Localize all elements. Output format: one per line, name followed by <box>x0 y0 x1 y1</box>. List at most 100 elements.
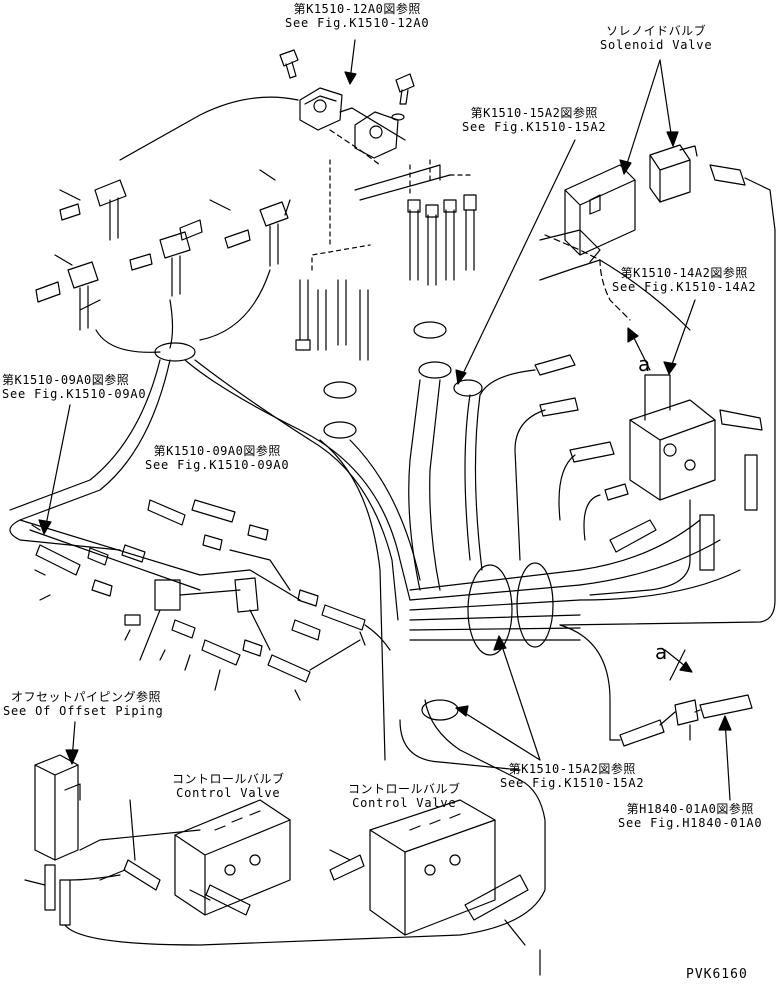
hose-main-6 <box>430 380 440 590</box>
clamp-right <box>454 380 482 396</box>
callout-en: See Fig.H1840-01A0 <box>618 816 763 830</box>
leader-15a2-bottom <box>460 640 540 760</box>
hose-main-1 <box>185 360 410 600</box>
callout-fig-k1510-14a2: 第K1510-14A2図参照 See Fig.K1510-14A2 <box>612 266 756 294</box>
hose-bottom-right <box>560 625 700 740</box>
leaders-bottom <box>25 650 690 975</box>
leader-lines-upper-left <box>55 170 290 310</box>
callout-solenoid-valve: ソレノイドバルブ Solenoid Valve <box>600 24 712 52</box>
arrow-09a0-left <box>39 520 51 534</box>
arrow-15a2-top <box>456 370 466 384</box>
pressure-switch-left <box>300 88 342 130</box>
leader-solenoid <box>625 60 672 170</box>
callout-offset-piping: オフセットパイピング参照 See Of Offset Piping <box>3 690 164 718</box>
bracket-lines-center <box>355 165 450 200</box>
callout-jp: コントロールバルブ <box>348 782 461 796</box>
callout-en: Control Valve <box>352 796 457 810</box>
bolt-top-right <box>392 74 414 120</box>
callout-en: See Fig.K1510-09A0 <box>145 458 290 472</box>
hose-main-7 <box>465 395 470 560</box>
hose-14a2 <box>540 260 690 330</box>
callout-en: Solenoid Valve <box>600 38 713 52</box>
callout-jp: 第K1510-12A0図参照 <box>293 2 421 16</box>
hose-bottom-loop <box>65 700 545 945</box>
fittings-mid-left <box>36 500 365 682</box>
top-dash <box>330 130 380 165</box>
callout-fig-k1510-15a2-top: 第K1510-15A2図参照 See Fig.K1510-15A2 <box>462 106 606 134</box>
fittings-bottom <box>45 695 752 925</box>
arrow-15a2-bottom <box>456 636 506 716</box>
pressure-switch-right <box>355 112 398 158</box>
hose-solenoid-right <box>560 190 775 625</box>
pipes-mid-left <box>20 520 390 670</box>
clamp-upper-left <box>155 343 195 361</box>
callout-en: See Fig.K1510-15A2 <box>462 120 607 134</box>
callout-en: See Fig.K1510-12A0 <box>285 16 430 30</box>
hose-main-8 <box>475 395 482 570</box>
callout-en: See Fig.K1510-14A2 <box>612 280 757 294</box>
manifold-block-right <box>630 400 715 500</box>
arrow-offset <box>66 750 78 764</box>
reference-letter-a-upper: a <box>638 352 651 376</box>
clamp-mid-1 <box>324 382 356 398</box>
callout-control-valve-left: コントロールバルブ Control Valve <box>172 772 285 800</box>
callout-jp: 第K1510-14A2図参照 <box>620 266 748 280</box>
offset-piping-block <box>35 755 80 860</box>
callout-en: See Fig.K1510-15A2 <box>500 776 645 790</box>
leaders-mid-left <box>32 525 365 700</box>
callout-en: See Of Offset Piping <box>3 704 164 718</box>
callout-jp: コントロールバルブ <box>172 772 285 786</box>
arrow-14a2 <box>664 362 676 374</box>
solenoid-valve-block-right <box>650 145 697 202</box>
control-valve-left <box>175 800 290 915</box>
clamp-mid-4 <box>419 362 451 378</box>
arrow-a-upper <box>628 328 638 342</box>
dash-tree-center <box>312 160 470 270</box>
hose-left-loop <box>10 360 170 550</box>
callout-jp: 第K1510-09A0図参照 <box>153 444 281 458</box>
callout-jp: オフセットパイピング参照 <box>11 690 162 704</box>
fittings-right <box>535 355 762 570</box>
leader-h1840 <box>725 720 730 800</box>
hose-main-2 <box>195 360 398 620</box>
bracket-solenoid <box>540 230 600 262</box>
top-harness-2 <box>340 108 405 140</box>
pipe-manifold-up <box>645 375 670 420</box>
harness-upper-left <box>96 270 270 352</box>
leader-09a0-left <box>45 405 70 530</box>
callout-fig-k1510-15a2-bottom: 第K1510-15A2図参照 See Fig.K1510-15A2 <box>500 762 644 790</box>
hose-left-loop-2 <box>10 360 160 510</box>
callout-jp: ソレノイドバルブ <box>606 24 707 38</box>
callout-fig-k1510-09a0-left: 第K1510-09A0図参照 See Fig.K1510-09A0 <box>2 373 146 401</box>
callout-en: Control Valve <box>176 786 281 800</box>
reference-letter-a-lower: a <box>655 640 668 664</box>
callout-jp: 第K1510-15A2図参照 <box>508 762 636 776</box>
fitting-solenoid-right <box>710 165 770 190</box>
control-valve-right <box>370 800 495 935</box>
hose-under-clamp <box>400 720 520 770</box>
callout-control-valve-right: コントロールバルブ Control Valve <box>348 782 461 810</box>
callout-jp: 第K1510-09A0図参照 <box>2 373 130 387</box>
solenoid-valve-block-left <box>565 165 635 255</box>
central-clamp-assembly <box>410 520 740 655</box>
leader-14a2 <box>670 300 695 370</box>
callout-fig-k1510-09a0-mid: 第K1510-09A0図参照 See Fig.K1510-09A0 <box>145 444 289 472</box>
clamp-mid-3 <box>414 322 446 338</box>
leader-15a2-top <box>460 140 575 380</box>
hose-right-loops <box>480 370 690 595</box>
hose-bottom-left <box>70 830 200 880</box>
clamp-mid-2 <box>324 422 356 438</box>
hose-bundle-center-left <box>296 280 368 360</box>
hose-bundle-center-right <box>408 195 476 285</box>
callout-fig-h1840-01a0: 第H1840-01A0図参照 See Fig.H1840-01A0 <box>618 802 762 830</box>
bolt-top-left <box>280 50 298 78</box>
callout-jp: 第K1510-15A2図参照 <box>470 106 598 120</box>
callout-en: See Fig.K1510-09A0 <box>2 387 147 401</box>
arrow-a-lower <box>680 662 692 672</box>
top-harness <box>120 97 298 160</box>
drawing-code: PVK6160 <box>686 967 748 982</box>
callout-jp: 第H1840-01A0図参照 <box>626 802 754 816</box>
arrow-h1840 <box>719 716 731 730</box>
callout-fig-k1510-12a0: 第K1510-12A0図参照 See Fig.K1510-12A0 <box>285 2 429 30</box>
